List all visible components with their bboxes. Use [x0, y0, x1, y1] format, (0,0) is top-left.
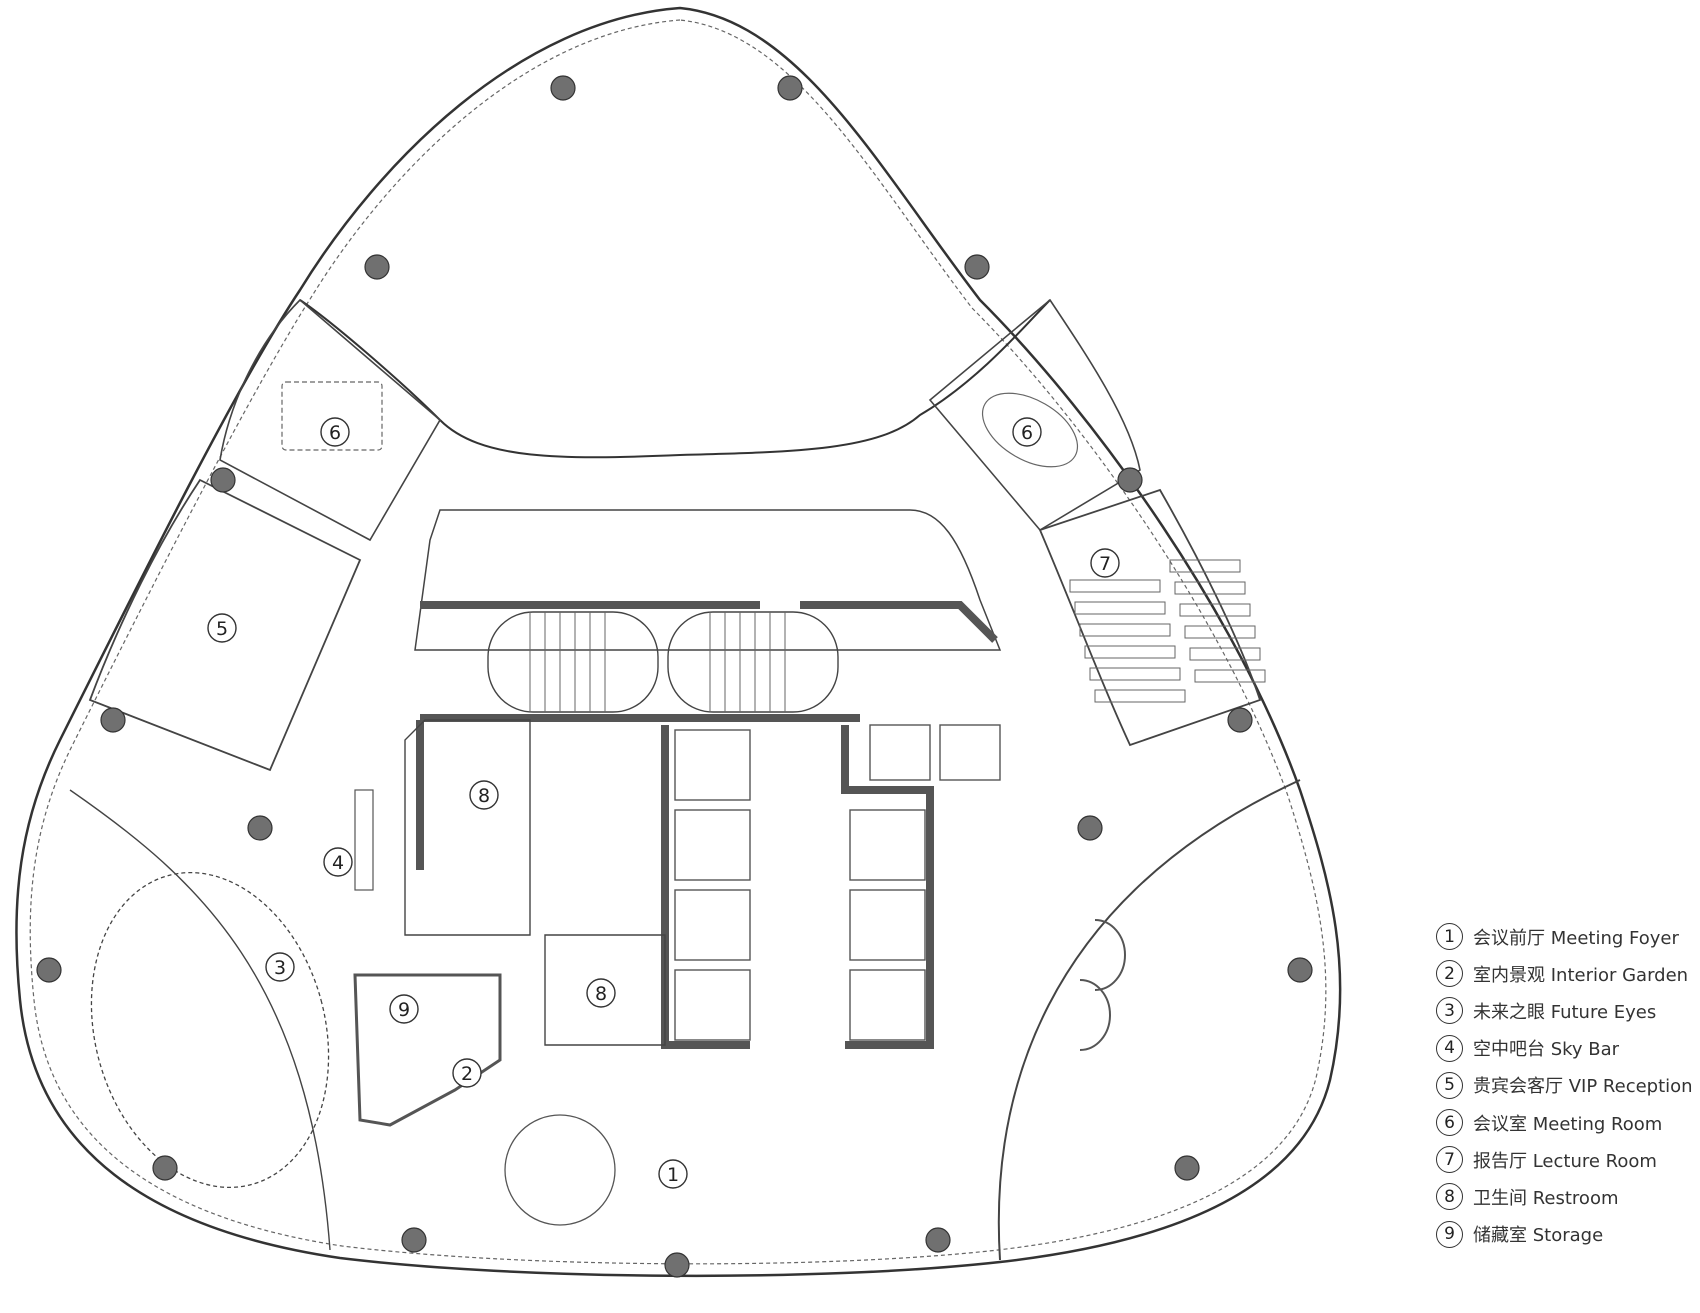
- legend-label: 空中吧台 Sky Bar: [1473, 1039, 1620, 1061]
- lecture-seating: [1069, 559, 1266, 703]
- elevators: [674, 724, 1001, 1041]
- legend-number: 1: [1436, 923, 1463, 951]
- svg-text:4: 4: [332, 852, 344, 874]
- svg-text:8: 8: [595, 983, 607, 1005]
- svg-text:5: 5: [216, 618, 228, 640]
- svg-text:1: 1: [667, 1164, 679, 1186]
- svg-text:7: 7: [1099, 553, 1111, 575]
- svg-text:3: 3: [274, 957, 286, 979]
- room-label-4: 4: [323, 847, 353, 877]
- room-label-8-upper: 8: [469, 780, 499, 810]
- meeting-table-left: [281, 381, 383, 451]
- stair-left: [487, 611, 659, 713]
- room-label-2: 2: [452, 1058, 482, 1088]
- legend-number: 7: [1436, 1146, 1463, 1174]
- legend-item-vip-reception: 5 贵宾会客厅 VIP Reception: [1436, 1067, 1698, 1104]
- room-label-8-lower: 8: [586, 978, 616, 1008]
- legend-item-sky-bar: 4 空中吧台 Sky Bar: [1436, 1030, 1698, 1067]
- legend-label: 贵宾会客厅 VIP Reception: [1473, 1076, 1693, 1098]
- svg-text:6: 6: [329, 422, 341, 444]
- garden-wall: [439, 299, 1051, 459]
- stair-right: [667, 611, 839, 713]
- legend-label: 卫生间 Restroom: [1473, 1187, 1619, 1209]
- legend-number: 4: [1436, 1034, 1463, 1062]
- room-label-1: 1: [658, 1159, 688, 1189]
- restroom-lower: [544, 934, 666, 1046]
- building-envelope: [15, 6, 1342, 1278]
- room-label-3: 3: [265, 952, 295, 982]
- meeting-room-left-outline: [219, 298, 442, 542]
- legend-label: 会议室 Meeting Room: [1473, 1113, 1663, 1135]
- legend-item-interior-garden: 2 室内景观 Interior Garden: [1436, 955, 1698, 992]
- legend-number: 2: [1436, 960, 1463, 988]
- future-eyes-oval: [90, 871, 330, 1189]
- lecture-room-outline: [1038, 488, 1262, 747]
- legend-label: 报告厅 Lecture Room: [1473, 1150, 1657, 1172]
- core-top: [414, 509, 1002, 651]
- svg-text:9: 9: [398, 999, 410, 1021]
- meeting-table-right: [981, 392, 1079, 468]
- room-label-7: 7: [1090, 548, 1120, 578]
- legend-item-restroom: 8 卫生间 Restroom: [1436, 1178, 1698, 1215]
- room-label-6-left: 6: [320, 417, 350, 447]
- room-label-6-right: 6: [1012, 417, 1042, 447]
- legend-item-meeting-room: 6 会议室 Meeting Room: [1436, 1104, 1698, 1141]
- structural-columns: [36, 75, 1313, 1278]
- meeting-room-right-outline: [928, 298, 1141, 532]
- bar-counter: [354, 789, 374, 891]
- legend-item-future-eyes: 3 未来之眼 Future Eyes: [1436, 992, 1698, 1029]
- stair-treads: [529, 612, 786, 712]
- legend-number: 9: [1436, 1220, 1463, 1248]
- svg-text:2: 2: [461, 1063, 473, 1085]
- legend-label: 室内景观 Interior Garden: [1473, 964, 1689, 986]
- legend-number: 6: [1436, 1109, 1463, 1137]
- legend-label: 未来之眼 Future Eyes: [1473, 1001, 1657, 1023]
- legend-item-meeting-foyer: 1 会议前厅 Meeting Foyer: [1436, 918, 1698, 955]
- legend-label: 会议前厅 Meeting Foyer: [1473, 927, 1679, 949]
- core-walls: [416, 601, 998, 1049]
- legend-number: 5: [1436, 1071, 1463, 1099]
- vip-reception-outline: [88, 478, 362, 772]
- storage-room: [353, 973, 502, 1127]
- legend-item-lecture-room: 7 报告厅 Lecture Room: [1436, 1141, 1698, 1178]
- room-label-5: 5: [207, 613, 237, 643]
- restroom-upper: [404, 719, 531, 936]
- round-table: [504, 1114, 616, 1226]
- future-eyes-arc: [69, 789, 331, 1251]
- legend: 1 会议前厅 Meeting Foyer 2 室内景观 Interior Gar…: [1436, 918, 1698, 1253]
- svg-text:6: 6: [1021, 422, 1033, 444]
- legend-number: 8: [1436, 1183, 1463, 1211]
- sofa-alcoves: [1079, 919, 1126, 1051]
- svg-text:8: 8: [478, 785, 490, 807]
- legend-label: 储藏室 Storage: [1473, 1225, 1604, 1247]
- legend-item-storage: 9 储藏室 Storage: [1436, 1216, 1698, 1253]
- legend-number: 3: [1436, 997, 1463, 1025]
- room-label-9: 9: [389, 994, 419, 1024]
- right-curved-wall: [997, 779, 1301, 1261]
- garden-wall-left: [299, 299, 441, 421]
